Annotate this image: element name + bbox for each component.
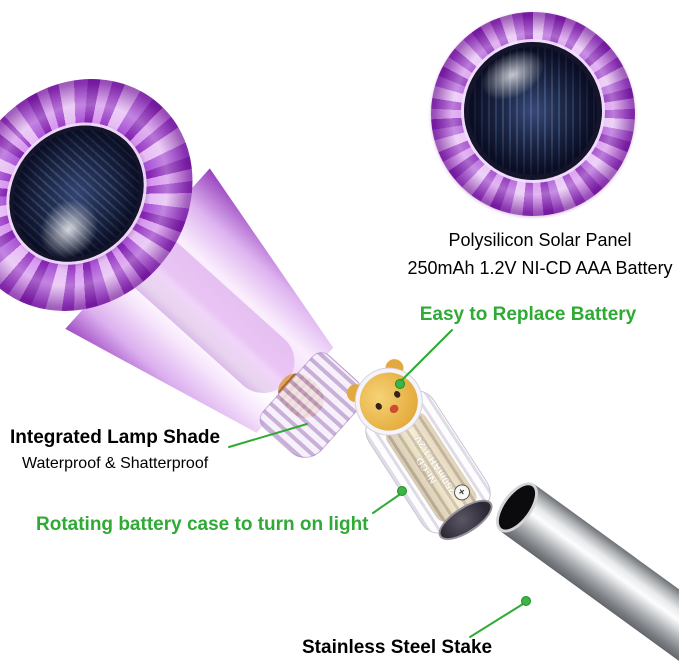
callout-line-easy-replace <box>401 329 453 381</box>
label-waterproof-shatterproof: Waterproof & Shatterproof <box>22 455 209 472</box>
label-battery-spec: 250mAh 1.2V NI-CD AAA Battery <box>407 258 673 278</box>
callout-dot-stake <box>521 596 531 606</box>
label-integrated-lamp-shade: Integrated Lamp Shade <box>10 427 221 448</box>
label-polysilicon-solar-panel: Polysilicon Solar Panel <box>448 230 632 250</box>
label-stainless-steel-stake: Stainless Steel Stake <box>302 637 493 658</box>
callout-line-rotating-case <box>372 494 400 514</box>
plus-icon: + <box>456 485 468 500</box>
label-easy-to-replace-battery: Easy to Replace Battery <box>419 304 637 325</box>
callout-line-stake <box>469 603 524 638</box>
label-rotating-battery-case: Rotating battery case to turn on light <box>36 514 369 535</box>
solar-panel-disc <box>464 40 602 180</box>
solar-panel-top-view <box>431 12 635 216</box>
